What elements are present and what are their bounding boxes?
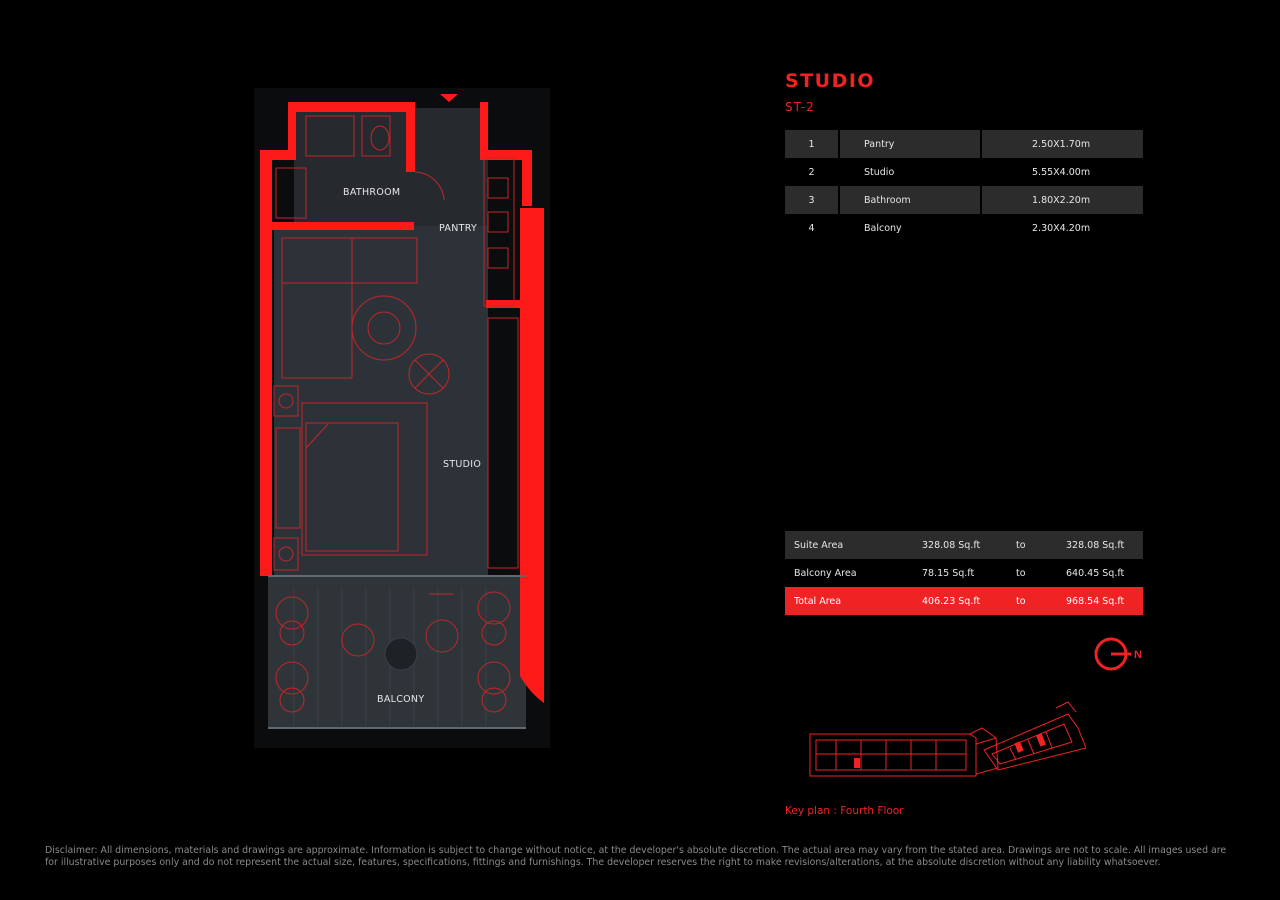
area-label: Total Area	[785, 587, 922, 615]
area-label: Balcony Area	[794, 567, 857, 579]
unit-title: STUDIO	[785, 70, 876, 92]
table-row: 2 Studio 5.55X4.00m	[785, 158, 1143, 186]
plan-label-studio: STUDIO	[443, 459, 481, 470]
table-row: Balcony Area 78.15 Sq.ft to 640.45 Sq.ft	[785, 559, 1143, 587]
north-compass-icon: N	[1093, 636, 1149, 680]
compass-letter: N	[1134, 649, 1142, 661]
plan-label-bathroom: BATHROOM	[343, 187, 400, 198]
area-separator: to	[1016, 587, 1066, 615]
area-separator: to	[1016, 567, 1026, 579]
room-number: 4	[785, 214, 840, 242]
area-min: 406.23 Sq.ft	[922, 587, 1016, 615]
unit-code: ST-2	[785, 100, 815, 114]
table-row-total: Total Area 406.23 Sq.ft to 968.54 Sq.ft	[785, 587, 1143, 615]
area-max: 640.45 Sq.ft	[1066, 567, 1125, 579]
table-row: Suite Area 328.08 Sq.ft to 328.08 Sq.ft	[785, 531, 1143, 559]
area-min: 328.08 Sq.ft	[922, 531, 1016, 559]
room-size: 5.55X4.00m	[1032, 166, 1091, 178]
table-row: 4 Balcony 2.30X4.20m	[785, 214, 1143, 242]
room-size: 2.30X4.20m	[1032, 222, 1091, 234]
room-size: 1.80X2.20m	[982, 186, 1143, 214]
area-max: 328.08 Sq.ft	[1066, 531, 1143, 559]
room-number: 2	[785, 158, 840, 186]
key-plan-drawing	[806, 688, 1087, 787]
room-name: Pantry	[840, 130, 982, 158]
plan-label-pantry: PANTRY	[439, 223, 477, 234]
area-separator: to	[1016, 531, 1066, 559]
room-size: 2.50X1.70m	[982, 130, 1143, 158]
key-plan-label: Key plan : Fourth Floor	[785, 805, 904, 817]
room-number: 3	[785, 186, 840, 214]
table-row: 1 Pantry 2.50X1.70m	[785, 130, 1143, 158]
room-name: Bathroom	[840, 186, 982, 214]
room-number: 1	[785, 130, 840, 158]
floor-plan: BATHROOM PANTRY STUDIO BALCONY	[254, 88, 550, 748]
room-schedule-table: 1 Pantry 2.50X1.70m 2 Studio 5.55X4.00m …	[785, 130, 1143, 242]
room-name: Balcony	[840, 214, 982, 242]
area-summary-table: Suite Area 328.08 Sq.ft to 328.08 Sq.ft …	[785, 531, 1143, 615]
area-min: 78.15 Sq.ft	[922, 567, 975, 579]
area-max: 968.54 Sq.ft	[1066, 587, 1143, 615]
room-name: Studio	[840, 158, 982, 186]
plan-label-balcony: BALCONY	[377, 694, 424, 705]
disclaimer-text: Disclaimer: All dimensions, materials an…	[45, 845, 1227, 868]
area-label: Suite Area	[785, 531, 922, 559]
table-row: 3 Bathroom 1.80X2.20m	[785, 186, 1143, 214]
